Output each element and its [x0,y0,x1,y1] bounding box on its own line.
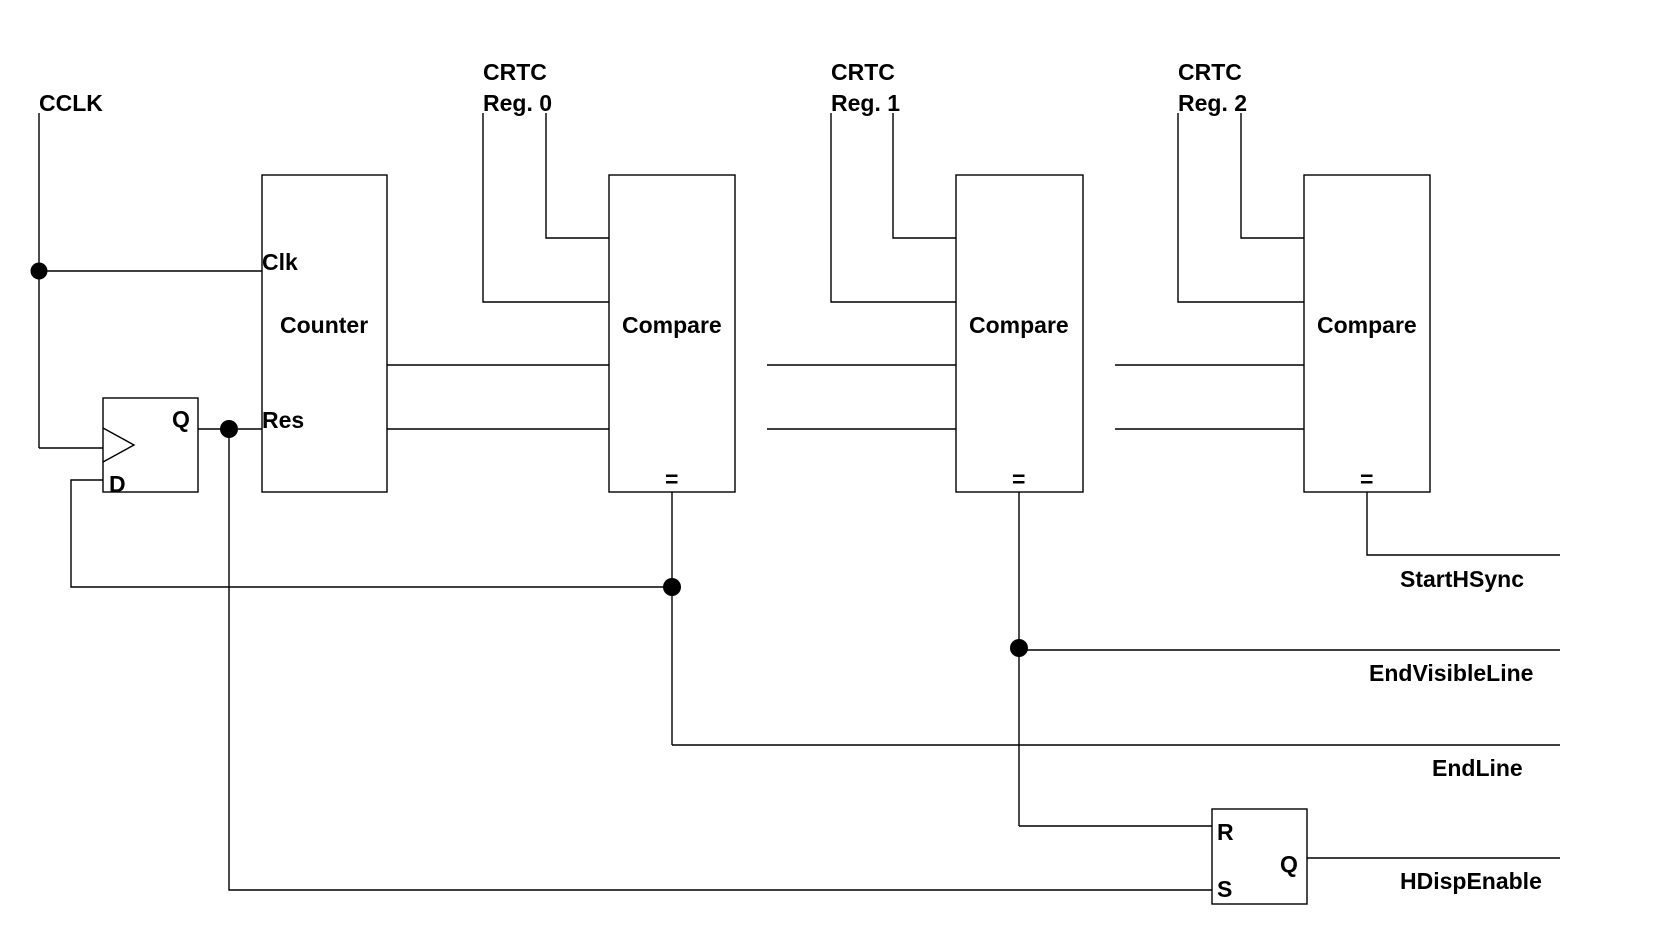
dff-d-pin-label: D [109,471,126,497]
counter-label: Counter [280,312,368,338]
counter-block [261,174,388,493]
cclk-junction-dot [30,262,48,280]
end-visible-line-label: EndVisibleLine [1369,660,1533,686]
dff-q-to-sr-set-wire [228,429,1212,891]
sr-s-pin-label: S [1217,876,1232,902]
reg2-bus-wire-b [1240,113,1304,239]
counter-res-pin-label: Res [262,407,304,433]
crtc-reg2-label-line2: Reg. 2 [1178,90,1247,116]
counter-clk-pin-label: Clk [262,249,298,275]
reg2-bus-wire-a [1177,113,1304,303]
cclk-label: CCLK [39,90,103,116]
compare-1-junction-dot [1010,639,1028,657]
sr-q-pin-label: Q [1280,851,1298,877]
sr-flip-flop [1211,808,1308,905]
reg0-bus-wire-a [482,113,609,303]
start-hsync-wire [1366,492,1560,556]
reg1-bus-wire-b [892,113,956,239]
sr-r-pin-label: R [1217,819,1234,845]
start-hsync-label: StartHSync [1400,566,1524,592]
compare-0-junction-dot [663,578,681,596]
hdisp-enable-label: HDispEnable [1400,868,1542,894]
compare-0-equal-output-label: = [665,466,678,492]
reg0-bus-wire-b [545,113,609,239]
d-flip-flop [102,397,199,493]
crtc-reg0-label-line2: Reg. 0 [483,90,552,116]
compare-1-equal-output-label: = [1012,466,1025,492]
crtc-reg2-label-line1: CRTC [1178,59,1242,85]
end-line-label: EndLine [1432,755,1523,781]
compare-1-label: Compare [969,312,1069,338]
compare-2-equal-output-label: = [1360,466,1373,492]
compare-0-label: Compare [622,312,722,338]
crtc-reg1-label-line1: CRTC [831,59,895,85]
dff-q-pin-label: Q [172,406,190,432]
dff-d-feedback-wire [70,479,672,588]
compare-2-label: Compare [1317,312,1417,338]
reg1-bus-wire-a [830,113,956,303]
dff-clock-triangle-icon [102,427,136,463]
crtc-reg0-label-line1: CRTC [483,59,547,85]
crtc-reg1-label-line2: Reg. 1 [831,90,900,116]
